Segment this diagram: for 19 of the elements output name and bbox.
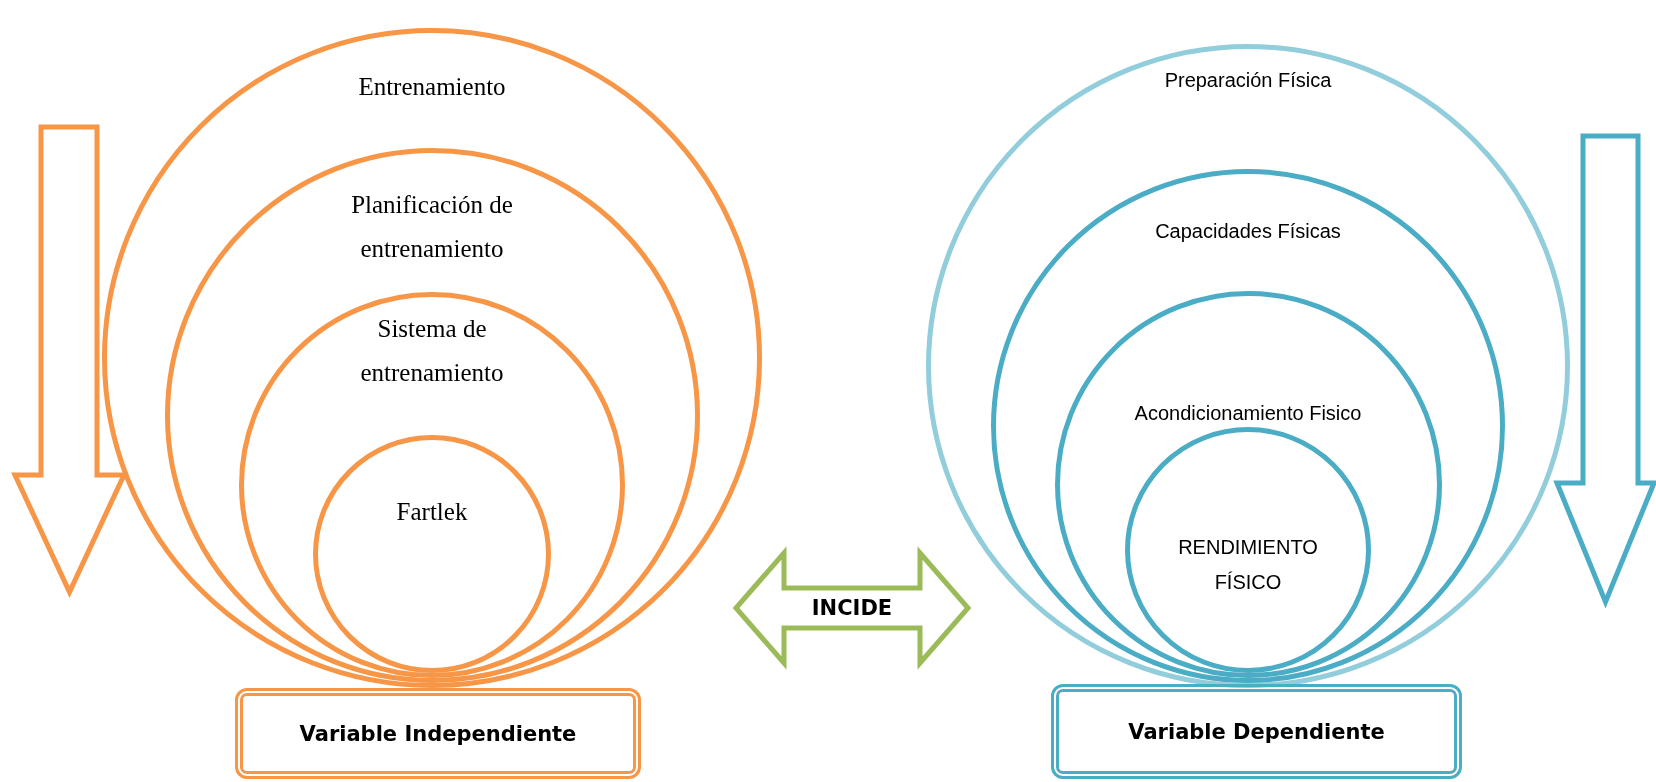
- circle-label: Acondicionamiento Fisico: [1133, 401, 1363, 426]
- nested-circle: [926, 44, 1570, 688]
- variable-box: Variable Dependiente: [1051, 684, 1462, 779]
- nested-circle: [239, 292, 625, 678]
- variable-box: Variable Independiente: [235, 688, 641, 779]
- circle-label: Fartlek: [395, 497, 469, 527]
- nested-circle: [164, 148, 700, 683]
- circle-label: Preparación Física: [1163, 68, 1333, 93]
- nested-circle: [102, 28, 762, 688]
- circle-label: Capacidades Físicas: [1154, 219, 1342, 244]
- double-arrow: [732, 546, 972, 670]
- nested-circle: [1125, 427, 1371, 673]
- circle-label: RENDIMIENTO FÍSICO: [1177, 535, 1319, 595]
- nested-circle: [313, 435, 551, 673]
- nested-circle: [991, 169, 1505, 683]
- circle-label: Entrenamiento: [357, 72, 507, 102]
- circle-label: Planificación de entrenamiento: [350, 190, 514, 264]
- circle-label: Sistema de entrenamiento: [359, 314, 505, 388]
- nested-circle: [1054, 291, 1442, 678]
